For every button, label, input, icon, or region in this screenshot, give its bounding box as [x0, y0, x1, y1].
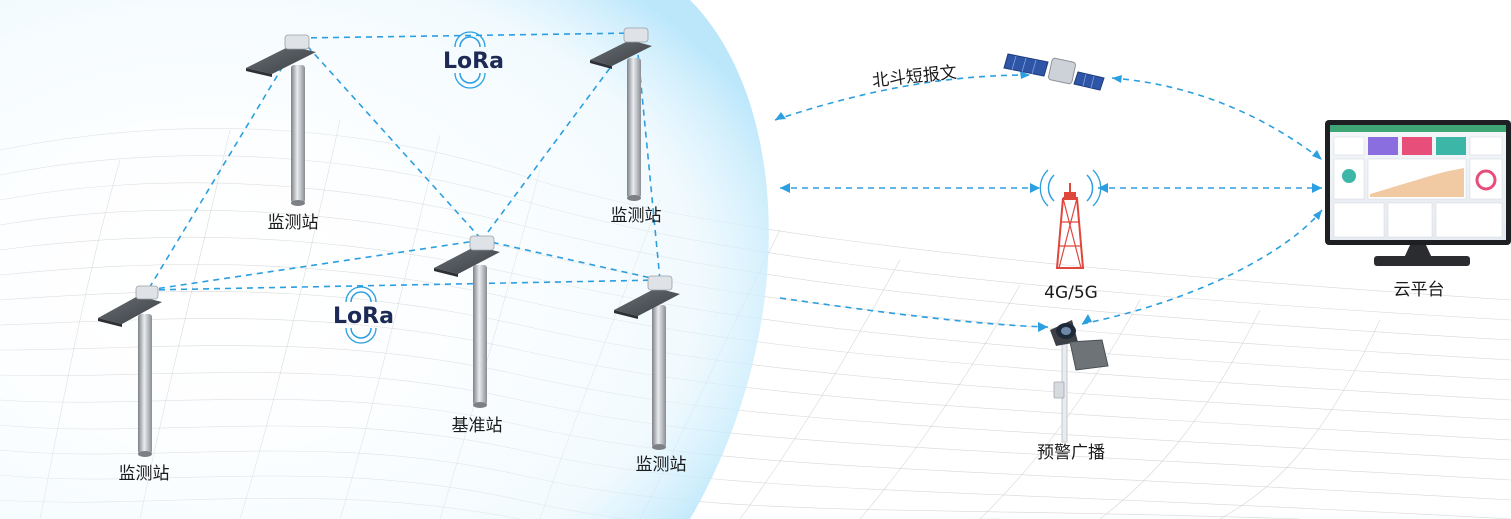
- satellite-icon: [1003, 53, 1105, 91]
- lora-coverage-area: [0, 0, 769, 519]
- lora-icon: LoRa: [333, 286, 394, 344]
- lora-links: [147, 32, 661, 291]
- station-bottom-right: 监测站: [614, 275, 687, 475]
- station-label: 监测站: [611, 206, 662, 226]
- loudspeaker-icon: [1050, 320, 1109, 443]
- alarm-label: 预警广播: [1037, 443, 1105, 463]
- communication-links: [774, 71, 1323, 332]
- solar-panel-icon: [246, 46, 316, 74]
- base-station-label: 基准站: [452, 416, 503, 436]
- cloud-label: 云平台: [1394, 280, 1445, 300]
- station-bottom-left: 监测站: [98, 285, 170, 484]
- lora-icon: LoRa: [443, 31, 504, 89]
- base-station: 基准站: [434, 235, 503, 436]
- lora-label: LoRa: [333, 304, 394, 329]
- monitor-icon: [1325, 120, 1511, 266]
- station-label: 监测站: [636, 455, 687, 475]
- station-top-right: 监测站: [590, 27, 662, 226]
- cell-tower-icon: [1039, 169, 1102, 269]
- station-label: 监测站: [119, 464, 170, 484]
- station-top-left: 监测站: [246, 34, 319, 233]
- cellular-label: 4G/5G: [1044, 283, 1098, 303]
- beidou-label: 北斗短报文: [871, 63, 958, 92]
- solar-panel-icon: [434, 246, 500, 274]
- solar-panel-icon: [614, 288, 680, 316]
- station-label: 监测站: [268, 213, 319, 233]
- solar-panel-icon: [590, 40, 652, 66]
- lora-label: LoRa: [443, 49, 504, 74]
- solar-panel-icon: [98, 296, 162, 324]
